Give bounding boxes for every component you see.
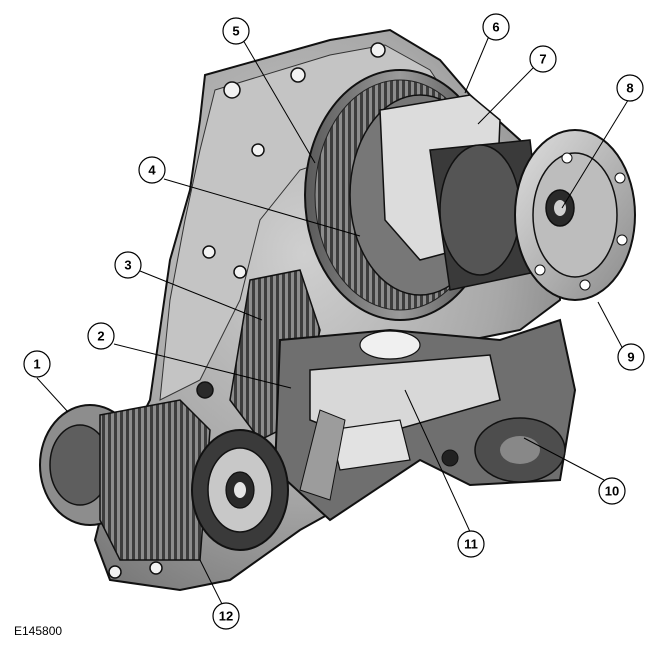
callouts: 1 2 3 4 5 6 7 8 <box>23 13 645 630</box>
callout-4: 4 <box>138 156 166 184</box>
callout-10: 10 <box>598 477 626 505</box>
svg-text:5: 5 <box>232 24 239 39</box>
svg-text:2: 2 <box>97 329 104 344</box>
callout-2: 2 <box>87 322 115 350</box>
actuator-housing <box>273 318 577 522</box>
leader-line-10 <box>523 437 605 481</box>
leader-line-2 <box>113 343 292 389</box>
svg-text:11: 11 <box>464 537 478 552</box>
leader-line-11 <box>404 389 473 537</box>
callout-8: 8 <box>616 74 644 102</box>
svg-text:1: 1 <box>33 357 40 372</box>
output-flange <box>429 129 636 301</box>
callout-6: 6 <box>482 13 510 41</box>
callout-3: 3 <box>114 251 142 279</box>
callout-5: 5 <box>222 17 250 45</box>
svg-text:9: 9 <box>627 350 634 365</box>
leader-line-9 <box>597 301 625 352</box>
svg-text:10: 10 <box>605 484 619 499</box>
leader-lines <box>36 35 631 609</box>
front-output-assembly <box>39 399 289 561</box>
svg-text:7: 7 <box>539 52 546 67</box>
leader-line-4 <box>163 178 361 237</box>
callout-1: 1 <box>23 350 51 378</box>
callout-12: 12 <box>212 602 240 630</box>
leader-line-12 <box>199 559 225 609</box>
callout-9: 9 <box>617 343 645 371</box>
svg-text:4: 4 <box>148 163 156 178</box>
svg-text:12: 12 <box>219 609 233 624</box>
leader-line-1 <box>36 377 69 413</box>
svg-text:3: 3 <box>124 258 131 273</box>
leader-line-3 <box>139 270 263 321</box>
callout-11: 11 <box>457 530 485 558</box>
callout-7: 7 <box>529 45 557 73</box>
svg-text:8: 8 <box>626 81 633 96</box>
leader-line-6 <box>464 35 490 94</box>
leader-line-7 <box>477 67 534 125</box>
figure-id: E145800 <box>14 624 63 638</box>
leader-line-8 <box>561 96 631 209</box>
leader-line-5 <box>242 39 316 164</box>
svg-text:6: 6 <box>492 20 499 35</box>
